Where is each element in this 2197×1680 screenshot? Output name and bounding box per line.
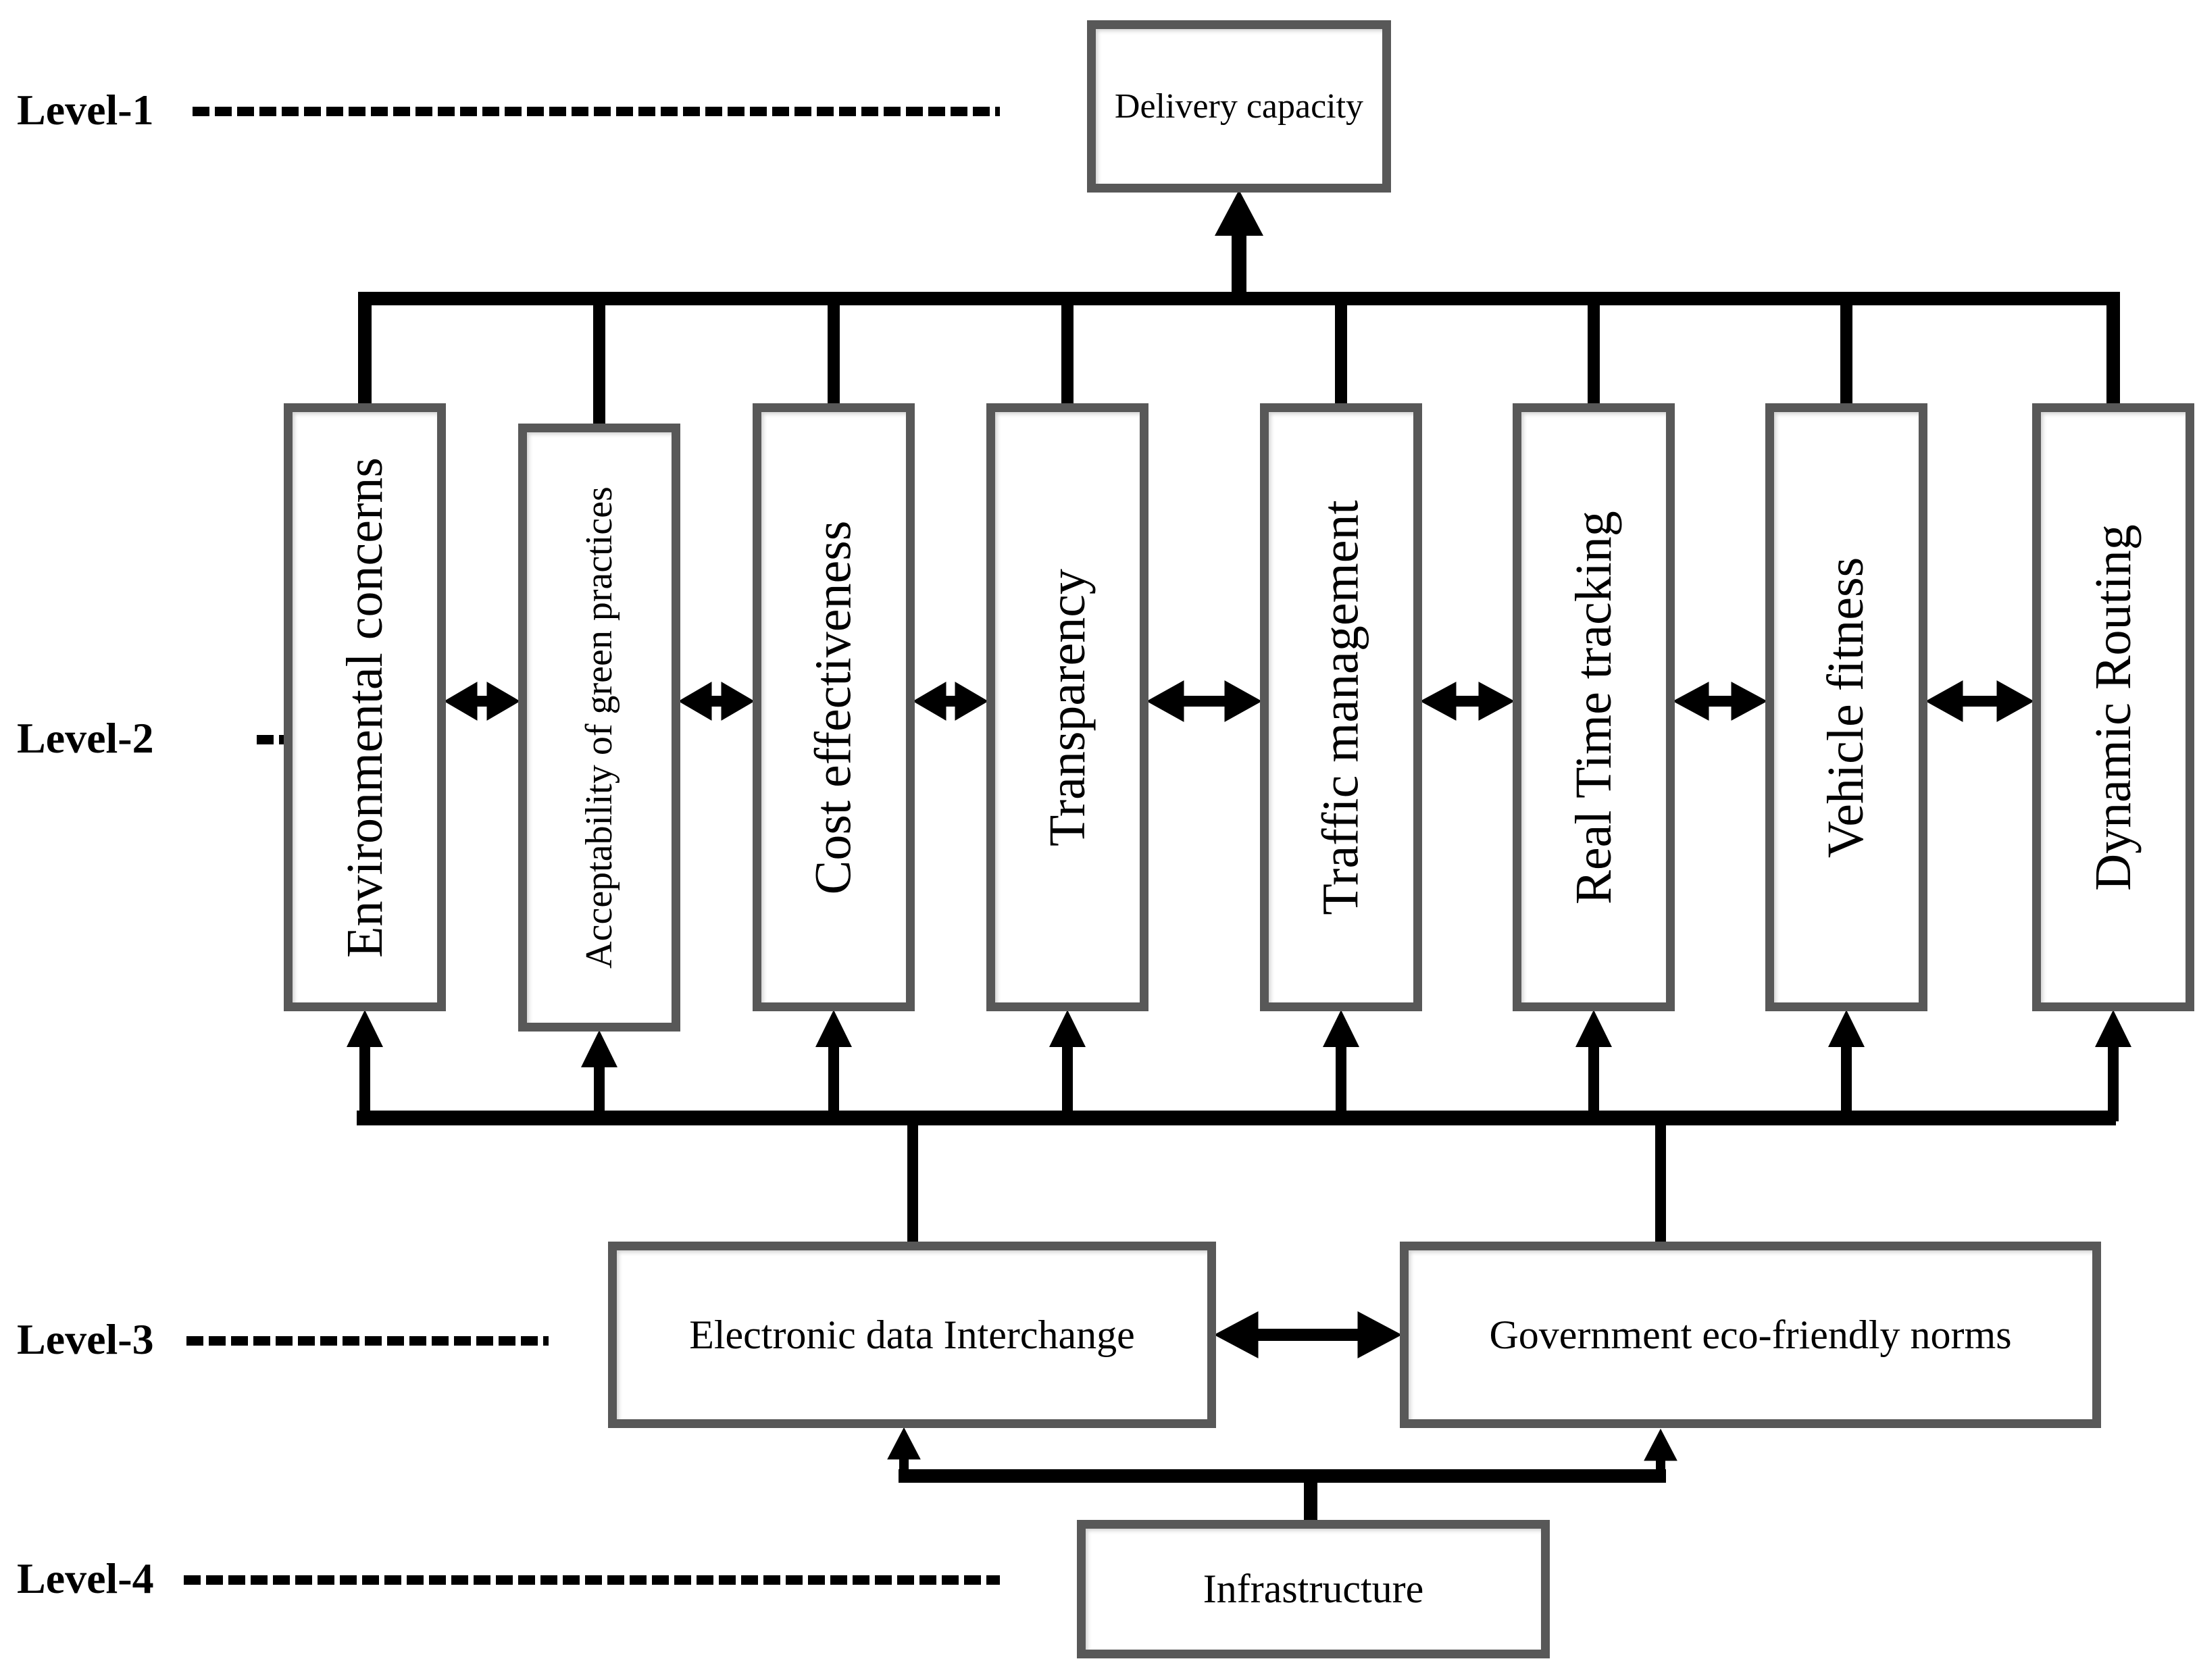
arrow-box5-box6	[1419, 682, 1515, 721]
arrow-bus-to-box2	[581, 1030, 617, 1121]
node-label: Government eco-friendly norms	[1489, 1312, 2012, 1357]
node-delivery-capacity: Delivery capacity	[1087, 20, 1391, 193]
node-vehicle-fitness: Vehicle fitness	[1765, 403, 1927, 1011]
arrow-box7-box8	[1925, 680, 2035, 722]
node-environmental-concerns: Environmental concerns	[284, 403, 446, 1011]
arrow-infra-to-gov	[1644, 1428, 1677, 1483]
node-label: Vehicle fitness	[1817, 557, 1875, 858]
arrow-bus-to-box7	[1828, 1010, 1865, 1121]
level-1-dash-line	[193, 107, 1000, 116]
level-2-label: Level-2	[17, 714, 154, 762]
node-label: Dynamic Routing	[2084, 524, 2142, 891]
arrow-edi-gov	[1213, 1311, 1403, 1358]
node-label: Real Time tracking	[1565, 510, 1622, 905]
arrow-box6-box7	[1672, 682, 1768, 721]
arrow-infra-to-edi	[887, 1427, 921, 1483]
node-label: Electronic data Interchange	[689, 1312, 1135, 1357]
arrow-bus-to-box8	[2095, 1010, 2131, 1121]
arrow-bus-to-box4	[1049, 1010, 1086, 1121]
level-4-label: Level-4	[17, 1554, 154, 1602]
node-label: Environmental concerns	[336, 457, 393, 958]
level2-lateral-arrows	[444, 680, 2035, 722]
node-acceptability-of-green-practices: Acceptability of green practices	[518, 424, 680, 1032]
level-3-dash-line	[186, 1336, 549, 1346]
node-cost-effectiveness: Cost effectiveness	[753, 403, 915, 1011]
node-label: Transparency	[1038, 568, 1096, 846]
level2-bottom-bus	[347, 1010, 2131, 1246]
arrow-box3-box4	[913, 682, 988, 721]
node-real-time-tracking: Real Time tracking	[1513, 403, 1675, 1011]
node-traffic-management: Traffic management	[1260, 403, 1422, 1011]
node-label: Cost effectiveness	[805, 520, 862, 894]
arrow-bus-to-box1	[347, 1010, 383, 1121]
level-4-dash-line	[184, 1575, 1000, 1585]
node-transparency: Transparency	[986, 403, 1148, 1011]
node-government-eco-friendly-norms: Government eco-friendly norms	[1400, 1242, 2101, 1428]
arrow-box4-box5	[1146, 680, 1263, 722]
node-electronic-data-interchange: Electronic data Interchange	[608, 1242, 1216, 1428]
node-label: Infrastructure	[1203, 1567, 1424, 1611]
arrow-bus-to-box3	[815, 1010, 852, 1121]
infrastructure-connectors	[887, 1427, 1677, 1521]
arrow-bus-to-box5	[1323, 1010, 1359, 1121]
arrow-bus-to-box6	[1575, 1010, 1612, 1121]
node-label: Delivery capacity	[1114, 86, 1364, 126]
arrow-level2-to-delivery-capacity	[1215, 190, 1263, 305]
node-dynamic-routing: Dynamic Routing	[2032, 403, 2194, 1011]
node-label: Acceptability of green practices	[578, 486, 620, 969]
level-3-label: Level-3	[17, 1315, 154, 1363]
arrow-box1-box2	[444, 682, 520, 721]
level-1-label: Level-1	[17, 86, 154, 134]
node-infrastructure: Infrastructure	[1077, 1520, 1550, 1658]
arrow-box2-box3	[678, 682, 755, 721]
node-label: Traffic management	[1312, 499, 1369, 915]
